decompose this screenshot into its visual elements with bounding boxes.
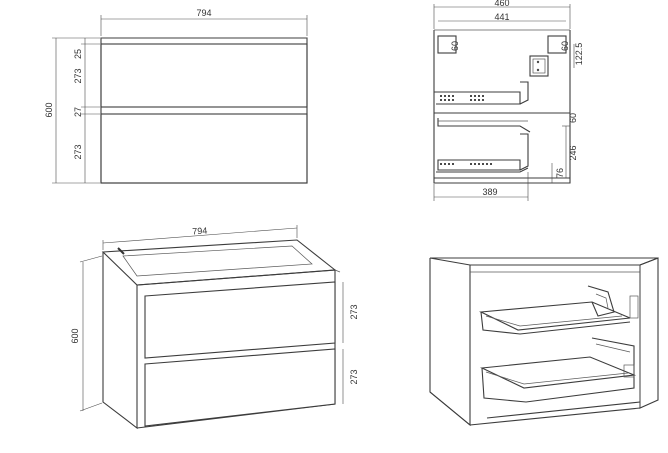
front-drawer-bottom (100, 113, 308, 184)
iso-drawer-bottom-label: 273 (349, 369, 359, 384)
isometric-front-view: 794 600 273 273 (70, 225, 359, 430)
side-top-right-rail-label: 60 (560, 41, 570, 51)
iso-open-left-side (429, 258, 471, 427)
iso-open-lower-drawer (479, 356, 637, 389)
iso-drawer-top (144, 281, 336, 359)
front-top-gap-label: 25 (73, 49, 83, 59)
side-top-right-rail (547, 35, 567, 54)
side-body-outline (433, 30, 571, 184)
front-drawer-bottom-label: 273 (73, 144, 83, 159)
front-cabinet-outline (100, 37, 308, 184)
iso-open-top (429, 257, 659, 266)
side-depth-total-label: 460 (494, 0, 509, 8)
front-drawer-top-label: 273 (73, 68, 83, 83)
side-hanging-bracket (529, 55, 549, 77)
front-width-label: 794 (196, 8, 211, 18)
side-lower-drawer-label: 246 (568, 145, 578, 160)
isometric-open-view (429, 257, 659, 427)
iso-drawer-bottom (144, 348, 336, 427)
side-top-left-rail (437, 35, 457, 54)
side-foot-label: 76 (555, 168, 565, 178)
side-depth-inner-label: 441 (494, 12, 509, 22)
side-mid-rail-label: 60 (568, 113, 578, 123)
side-hardware-label: 122.5 (574, 43, 584, 66)
side-upper-runner-holes (440, 95, 484, 101)
side-section-view: 460 441 60 60 122.5 60 246 76 389 (433, 0, 584, 201)
iso-width-label: 794 (192, 225, 208, 236)
front-height-label: 600 (44, 102, 54, 117)
iso-height-label: 600 (70, 328, 80, 343)
side-mid-rail (437, 118, 531, 133)
side-upper-drawer (434, 91, 521, 105)
side-drawer-depth-label: 389 (482, 187, 497, 197)
iso-drawer-top-label: 273 (349, 304, 359, 319)
side-lower-runner-holes (440, 163, 492, 165)
iso-width-dim-line (102, 227, 298, 244)
front-elevation-view: 794 600 25 273 27 273 (44, 8, 308, 184)
iso-left-side (102, 252, 138, 430)
side-top-left-rail-label: 60 (450, 41, 460, 51)
front-drawer-top (100, 43, 308, 108)
front-mid-gap-label: 27 (73, 107, 83, 117)
iso-open-right-panel (639, 257, 659, 409)
